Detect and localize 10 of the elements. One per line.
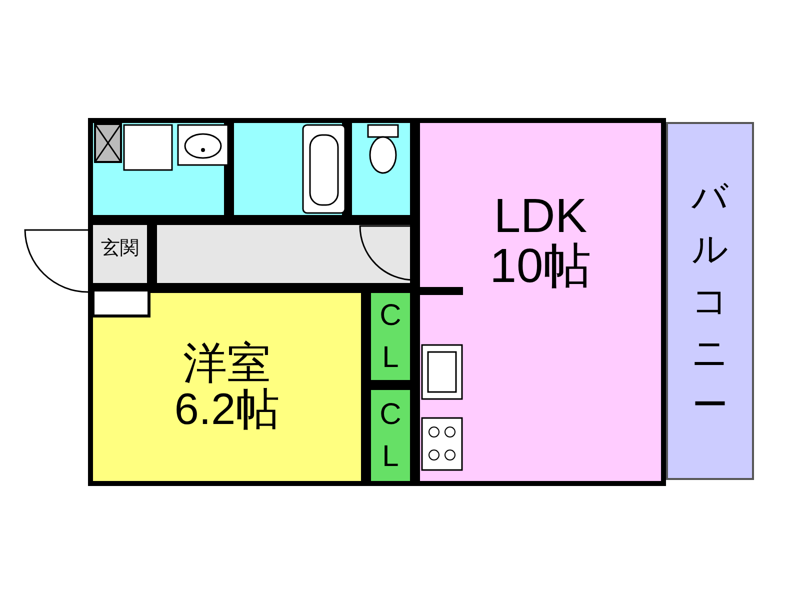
room-label: 洋室 (183, 340, 271, 387)
balcony-label: バルコニー (690, 174, 730, 428)
room-label: LDK (494, 192, 588, 242)
room-label: 玄関 (101, 239, 139, 259)
living-dining-kitchen (415, 118, 666, 486)
room-label: 10帖 (490, 242, 592, 292)
closet-label: CL (378, 298, 402, 376)
balcony (666, 122, 754, 480)
closet-label: CL (378, 396, 402, 474)
room-label: 6.2帖 (174, 387, 280, 434)
